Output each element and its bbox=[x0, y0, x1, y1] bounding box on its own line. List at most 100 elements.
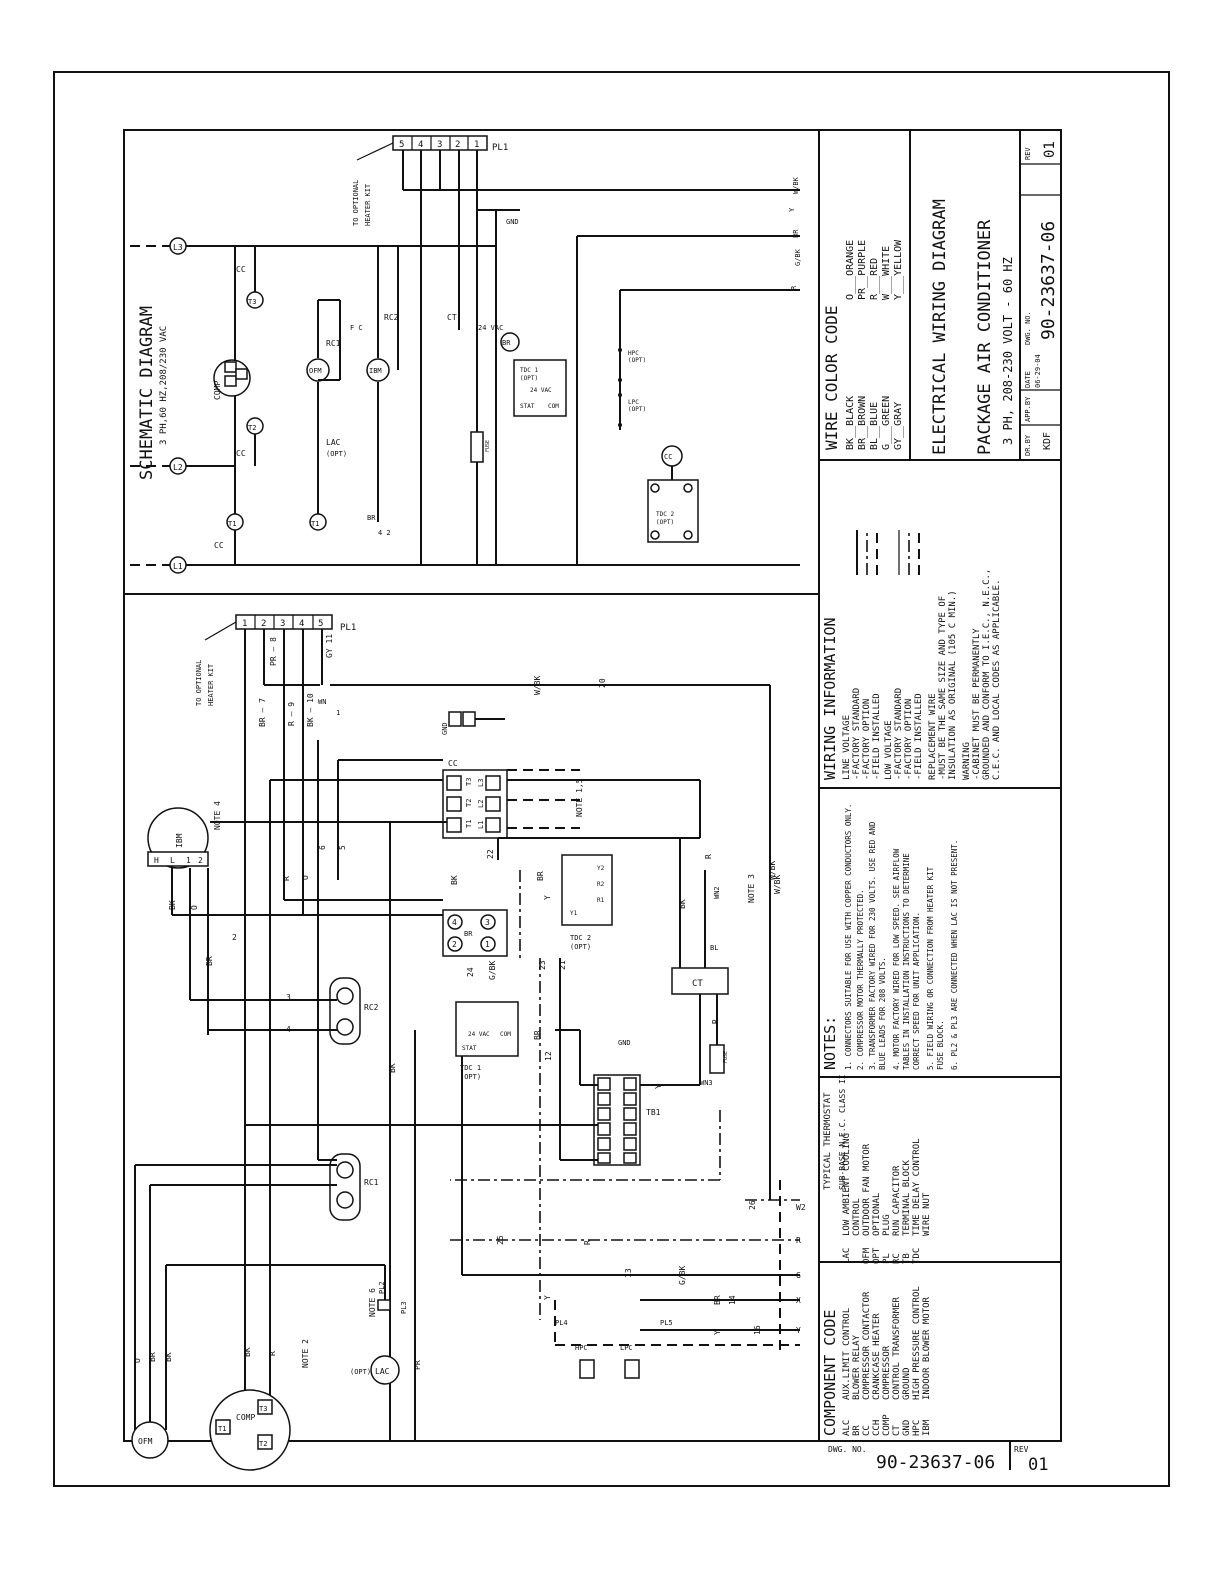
svg-text:BR: BR bbox=[367, 514, 376, 522]
svg-text:CC: CC bbox=[236, 265, 246, 274]
svg-text:W/BK: W/BK bbox=[773, 875, 782, 894]
svg-text:Y: Y bbox=[788, 207, 796, 212]
svg-text:G___GREEN: G___GREEN bbox=[881, 396, 892, 450]
wiring-rc1: RC1 bbox=[329, 1153, 379, 1221]
wiring-ofm bbox=[131, 1421, 169, 1459]
svg-text:R: R bbox=[268, 1351, 277, 1356]
svg-text:REV: REV bbox=[1014, 1445, 1029, 1454]
svg-text:IBM: IBM bbox=[922, 1419, 932, 1436]
svg-text:24 VAC: 24 VAC bbox=[530, 387, 552, 394]
svg-text:-FIELD INSTALLED: -FIELD INSTALLED bbox=[872, 693, 882, 780]
svg-text:AUX.LIMIT CONTROL: AUX.LIMIT CONTROL bbox=[842, 1308, 852, 1400]
svg-text:IBM: IBM bbox=[175, 833, 184, 848]
svg-text:TO OPTIONAL: TO OPTIONAL bbox=[352, 180, 360, 226]
svg-text:HIGH PRESSURE CONTROL: HIGH PRESSURE CONTROL bbox=[912, 1286, 922, 1400]
svg-text:LOW VOLTAGE: LOW VOLTAGE bbox=[884, 720, 894, 780]
svg-text:PL1: PL1 bbox=[340, 623, 356, 633]
svg-text:CCH: CCH bbox=[872, 1420, 882, 1436]
svg-text:STAT: STAT bbox=[462, 1045, 477, 1052]
svg-text:INDOOR BLOWER MOTOR: INDOOR BLOWER MOTOR bbox=[922, 1296, 932, 1400]
svg-text:(OPT): (OPT) bbox=[656, 519, 674, 526]
svg-text:(OPT): (OPT) bbox=[570, 943, 591, 951]
drawn-by: KDF bbox=[1042, 432, 1053, 450]
svg-text:(OPT): (OPT) bbox=[628, 357, 646, 364]
svg-text:BLUE LEADS FOR 208 VOLTS.: BLUE LEADS FOR 208 VOLTS. bbox=[878, 957, 887, 1070]
wiring-cc-contactor: CC T3 T2 T1 L3 L2 L1 bbox=[442, 759, 508, 839]
svg-text:4: 4 bbox=[299, 619, 304, 629]
svg-text:14: 14 bbox=[728, 1295, 737, 1305]
schematic-fuse bbox=[470, 431, 484, 463]
svg-text:BL: BL bbox=[710, 944, 718, 952]
svg-text:RC: RC bbox=[892, 1253, 902, 1264]
ibm-symbol bbox=[366, 358, 390, 382]
svg-text:T3: T3 bbox=[259, 1405, 267, 1413]
component-code: COMPONENT CODE ALC AUX.LIMIT CONTROL BR … bbox=[821, 1133, 932, 1436]
svg-text:R: R bbox=[583, 1240, 592, 1245]
svg-text:26: 26 bbox=[748, 1200, 757, 1210]
svg-text:(OPT): (OPT) bbox=[326, 450, 347, 458]
svg-text:LAC: LAC bbox=[326, 438, 341, 447]
svg-text:O: O bbox=[133, 1358, 142, 1363]
svg-text:CC: CC bbox=[448, 759, 458, 768]
svg-text:COM: COM bbox=[548, 403, 559, 410]
svg-text:Y: Y bbox=[654, 1084, 663, 1089]
svg-text:ALC: ALC bbox=[842, 1420, 852, 1436]
wire-color-code: WIRE COLOR CODE BK__BLACK BR__BROWN BL__… bbox=[822, 239, 904, 450]
svg-text:DWG. NO.: DWG. NO. bbox=[1024, 311, 1032, 345]
svg-text:BR__BROWN: BR__BROWN bbox=[857, 396, 868, 450]
svg-text:2: 2 bbox=[261, 619, 266, 629]
svg-text:COMP: COMP bbox=[213, 381, 222, 400]
diagram-type: ELECTRICAL WIRING DIAGRAM bbox=[930, 199, 950, 455]
svg-text:Y: Y bbox=[713, 1330, 722, 1335]
svg-text:R: R bbox=[704, 854, 713, 859]
svg-text:LOW AMBIENT COOLING: LOW AMBIENT COOLING bbox=[842, 1133, 852, 1236]
svg-text:BK: BK bbox=[450, 875, 459, 885]
svg-text:C.E.C. AND LOCAL CODES AS APPL: C.E.C. AND LOCAL CODES AS APPLICABLE. bbox=[992, 580, 1002, 780]
svg-text:LPC: LPC bbox=[620, 1344, 633, 1352]
svg-text:5: 5 bbox=[399, 140, 404, 150]
schematic-tdc1 bbox=[513, 359, 567, 417]
svg-text:HEATER KIT: HEATER KIT bbox=[364, 183, 372, 226]
notes: NOTES: 1. CONNECTORS SUITABLE FOR USE WI… bbox=[821, 804, 959, 1070]
svg-text:W___WHITE: W___WHITE bbox=[881, 246, 892, 300]
svg-text:COM: COM bbox=[500, 1031, 511, 1038]
svg-text:INSULATION AS ORIGINAL (105 C: INSULATION AS ORIGINAL (105 C MIN.) bbox=[948, 590, 958, 780]
svg-text:HPC: HPC bbox=[628, 350, 639, 357]
svg-text:RUN CAPACITOR: RUN CAPACITOR bbox=[892, 1165, 902, 1236]
svg-text:GND: GND bbox=[441, 722, 449, 735]
svg-text:BR: BR bbox=[464, 930, 473, 938]
wiring-lac bbox=[370, 1355, 400, 1385]
svg-text:5: 5 bbox=[338, 845, 347, 850]
svg-text:TDC 1: TDC 1 bbox=[460, 1064, 481, 1072]
svg-text:BK — 10: BK — 10 bbox=[306, 693, 315, 727]
svg-text:4: 4 bbox=[452, 918, 457, 927]
svg-text:DR.BY: DR.BY bbox=[1024, 434, 1032, 456]
svg-text:BK: BK bbox=[168, 900, 177, 910]
svg-text:TO OPTIONAL: TO OPTIONAL bbox=[195, 660, 203, 706]
svg-text:PL2: PL2 bbox=[378, 1281, 386, 1294]
svg-text:REV: REV bbox=[1024, 147, 1032, 160]
svg-text:PR__PURPLE: PR__PURPLE bbox=[857, 240, 868, 300]
footer-drawing-number: DWG. NO. 90-23637-06 REV 01 bbox=[828, 1441, 1048, 1475]
svg-text:WIRE NUT: WIRE NUT bbox=[922, 1192, 932, 1236]
svg-text:R1: R1 bbox=[597, 897, 605, 904]
schematic-diagram: SCHEMATIC DIAGRAM 3 PH,60 HZ,208/230 VAC… bbox=[130, 135, 802, 574]
svg-text:PL3: PL3 bbox=[400, 1301, 408, 1314]
schematic-title: SCHEMATIC DIAGRAM bbox=[137, 306, 157, 480]
svg-text:Y: Y bbox=[543, 1295, 552, 1300]
svg-text:-MUST BE THE SAME SIZE AND TYP: -MUST BE THE SAME SIZE AND TYPE OF bbox=[938, 596, 948, 780]
schematic-pl1: 5 4 3 2 1 PL1 bbox=[392, 135, 508, 153]
svg-text:OFM: OFM bbox=[862, 1247, 872, 1264]
svg-text:13: 13 bbox=[624, 1268, 633, 1278]
svg-text:CONTROL TRANSFORMER: CONTROL TRANSFORMER bbox=[892, 1296, 902, 1400]
svg-text:2: 2 bbox=[198, 856, 203, 865]
svg-text:12: 12 bbox=[544, 1051, 553, 1061]
wiring-diagram: 1 2 3 4 5 PL1 TO OPTIONAL HEATER KIT BR … bbox=[131, 614, 847, 1471]
svg-text:CC: CC bbox=[862, 1425, 872, 1436]
wiring-tb1: TB1 bbox=[593, 1074, 661, 1166]
svg-text:R: R bbox=[796, 1236, 801, 1245]
svg-text:L2: L2 bbox=[173, 463, 183, 472]
svg-text:TABLES IN INSTALLATION INSTRUC: TABLES IN INSTALLATION INSTRUCTIONS TO D… bbox=[902, 853, 911, 1070]
svg-text:T3: T3 bbox=[248, 298, 256, 306]
svg-text:REPLACEMENT WIRE: REPLACEMENT WIRE bbox=[928, 693, 938, 780]
